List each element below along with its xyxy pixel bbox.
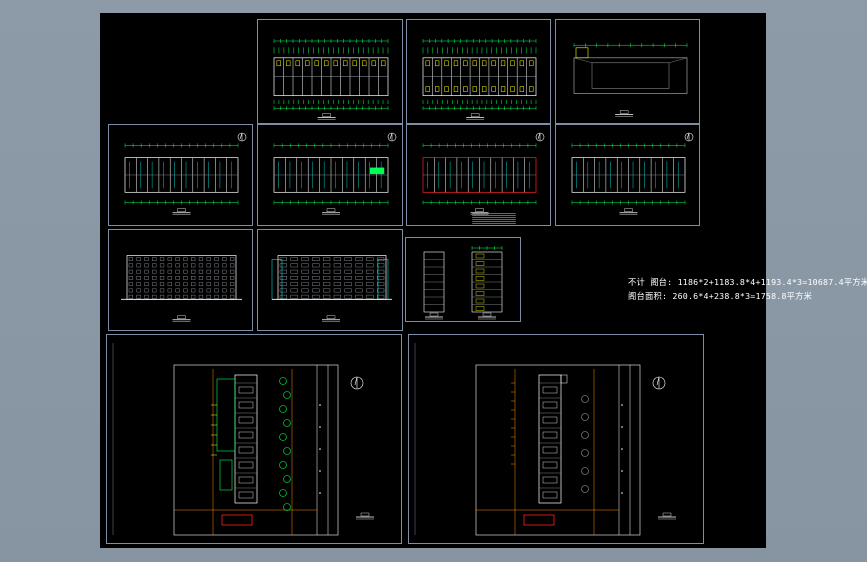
section-drawing <box>423 246 503 320</box>
roof-plan-drawing <box>573 43 688 117</box>
site-plan-drawing <box>112 343 374 536</box>
sheet-roof-plan[interactable] <box>555 19 700 124</box>
elevation-drawing <box>121 255 242 322</box>
sheet-elevation-front[interactable] <box>108 229 253 331</box>
sheet-floor-plan-mid-3[interactable] <box>406 124 551 226</box>
sheet-section-detail[interactable] <box>405 237 521 322</box>
area-summary-line-2: 阁台面积: 260.6*4+238.8*3=1758.8平方米 <box>628 291 813 301</box>
sheet-floor-plan-top-2[interactable] <box>406 19 551 124</box>
site-plan-drawing <box>414 343 676 536</box>
floor-plan-drawing <box>422 39 537 120</box>
floor-plan-drawing <box>422 132 545 224</box>
floor-plan-drawing <box>571 132 694 215</box>
floor-plan-drawing <box>273 39 389 120</box>
area-summary-note: 不计 阁台: 1186*2+1183.8*4+1193.4*3=10687.4平… <box>628 275 867 303</box>
sheet-site-plan-right[interactable] <box>408 334 704 544</box>
sheet-floor-plan-mid-2[interactable] <box>257 124 403 226</box>
elevation-drawing <box>271 255 392 322</box>
area-summary-line-1: 不计 阁台: 1186*2+1183.8*4+1193.4*3=10687.4平… <box>628 277 867 287</box>
sheet-floor-plan-top-1[interactable] <box>257 19 403 124</box>
floor-plan-drawing <box>124 132 247 215</box>
floor-plan-drawing <box>273 132 397 215</box>
sheet-floor-plan-mid-1[interactable] <box>108 124 253 226</box>
drawing-canvas[interactable]: 不计 阁台: 1186*2+1183.8*4+1193.4*3=10687.4平… <box>100 13 867 548</box>
sheet-floor-plan-mid-4[interactable] <box>555 124 700 226</box>
sheet-site-plan-left[interactable] <box>106 334 402 544</box>
sheet-elevation-side[interactable] <box>257 229 403 331</box>
